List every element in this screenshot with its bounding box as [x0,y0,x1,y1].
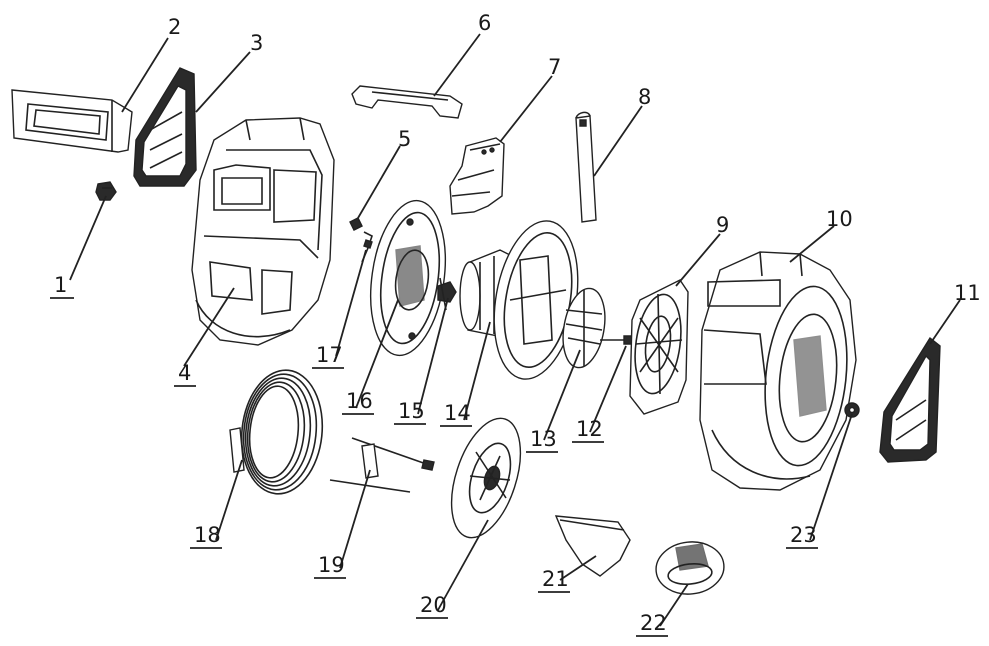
leader-7 [499,75,553,143]
part-13-fan-disc [562,287,606,369]
svg-text:10: 10 [826,207,853,231]
svg-text:15: 15 [398,399,425,423]
leader-5 [357,145,401,219]
callout-15: 15 [394,399,426,425]
svg-text:7: 7 [548,55,561,79]
leader-9 [675,233,721,287]
callout-labels: 2 3 1 6 7 8 5 9 10 11 4 17 16 15 14 13 1… [50,11,981,637]
callout-21: 21 [538,567,570,593]
part-23-nut [844,402,860,418]
leader-22 [659,583,689,627]
leader-19 [339,469,371,569]
callout-16: 16 [342,389,374,415]
part-6-handle [351,85,463,119]
svg-text:19: 19 [318,553,345,577]
callout-14: 14 [440,401,472,427]
callout-23: 23 [786,523,818,549]
svg-text:6: 6 [478,11,491,35]
part-4-rear-housing [191,117,335,346]
part-8-rod [575,111,597,223]
part-7-bracket [449,137,505,215]
leader-10 [789,225,835,263]
callout-1: 1 [50,273,74,299]
callout-4: 4 [174,361,196,387]
callout-3: 3 [250,31,263,55]
callout-7: 7 [548,55,561,79]
callout-13: 13 [526,427,558,453]
svg-text:12: 12 [576,417,603,441]
leader-8 [593,105,643,177]
callout-10: 10 [826,207,853,231]
svg-text:23: 23 [790,523,817,547]
part-3-front-grille [133,67,197,187]
leader-4 [183,287,235,367]
svg-text:3: 3 [250,31,263,55]
svg-text:21: 21 [542,567,569,591]
part-18-hose-coil [229,369,324,495]
part-19-shaft-assembly [329,437,435,493]
leader-15 [417,297,449,415]
svg-text:8: 8 [638,85,651,109]
svg-text:14: 14 [444,401,471,425]
svg-text:20: 20 [420,593,447,617]
part-21-nozzle [554,515,631,577]
part-11-rear-grille [879,336,941,463]
callout-19: 19 [314,553,346,579]
part-12-shaft [600,335,633,345]
leader-23 [809,413,853,541]
part-9-fan-guard [629,279,689,415]
part-5-screw [349,217,363,231]
svg-text:17: 17 [316,343,343,367]
leader-12 [589,345,627,433]
svg-text:4: 4 [178,361,191,385]
leader-18 [215,459,243,541]
callout-6: 6 [478,11,491,35]
leader-17 [335,249,367,357]
callout-5: 5 [398,127,411,151]
svg-text:5: 5 [398,127,411,151]
leader-1 [69,195,107,281]
part-1-clip [95,181,117,201]
leader-13 [543,349,581,441]
part-20-impeller [450,417,522,539]
part-2-front-bezel [11,89,133,153]
leader-11 [929,299,961,345]
leader-14 [463,321,491,421]
callout-9: 9 [716,213,729,237]
svg-text:13: 13 [530,427,557,451]
svg-text:2: 2 [168,15,181,39]
part-16-cover-plate [370,199,446,357]
part-22-knob [655,541,725,595]
leader-3 [195,51,251,113]
leader-20 [437,519,489,611]
callout-8: 8 [638,85,651,109]
svg-text:1: 1 [54,273,67,297]
leader-2 [121,37,169,113]
callout-12: 12 [572,417,604,443]
callout-11: 11 [954,281,981,305]
leader-6 [433,33,481,97]
part-10-front-housing [699,251,857,491]
leader-16 [355,299,399,409]
part-15-coupling [437,277,457,311]
svg-text:9: 9 [716,213,729,237]
callout-18: 18 [190,523,222,549]
leader-lines [69,33,961,627]
callout-17: 17 [312,343,344,369]
callout-22: 22 [636,611,668,637]
leader-21 [559,555,597,581]
svg-text:11: 11 [954,281,981,305]
svg-text:18: 18 [194,523,221,547]
svg-text:16: 16 [346,389,373,413]
callout-2: 2 [168,15,181,39]
svg-text:22: 22 [640,611,667,635]
callout-20: 20 [416,593,448,619]
